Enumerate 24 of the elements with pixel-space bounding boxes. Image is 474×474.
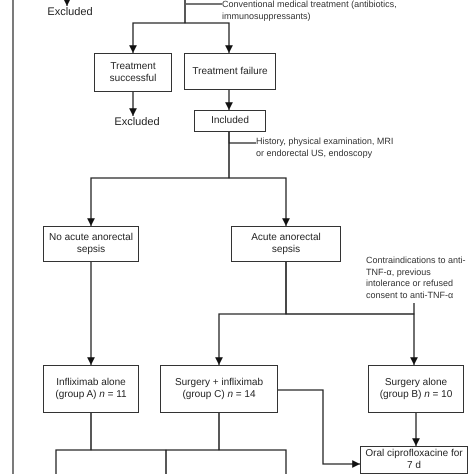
leader-line (165, 413, 220, 474)
process-box: Treatment successful (94, 53, 172, 92)
arrow (412, 413, 420, 446)
process-box: Surgery + infliximab (group C) n = 14 (160, 365, 278, 413)
process-box: Surgery alone (group B) n = 10 (368, 365, 464, 413)
arrow (87, 262, 95, 365)
process-box: Acute anorectal sepsis (231, 226, 341, 262)
arrow (228, 132, 256, 144)
arrow (184, 0, 233, 53)
process-box: Infliximab alone (group A) n = 11 (43, 365, 139, 413)
leader-line (186, 3, 222, 5)
outcome-label: Excluded (110, 116, 164, 130)
note-text: History, physical examination, MRI or endorectal US, endoscopy (256, 136, 396, 172)
process-box: Included (194, 110, 266, 132)
process-box: Treatment failure (184, 53, 276, 90)
note-text: Conventional medical treatment (antibiotics, immunosuppressants) (222, 0, 397, 24)
note-text: Contraindications to anti-TNF-α, previous intolerance or refused consent to anti-TNF-α (366, 255, 466, 303)
outcome-label: Excluded (44, 6, 96, 20)
arrow (129, 92, 137, 116)
arrow (278, 389, 360, 468)
process-box: Oral ciprofloxacine for 7 d (360, 446, 468, 474)
arrow (225, 90, 233, 110)
process-box: No acute anorectal sepsis (43, 226, 139, 262)
arrow (63, 0, 71, 6)
